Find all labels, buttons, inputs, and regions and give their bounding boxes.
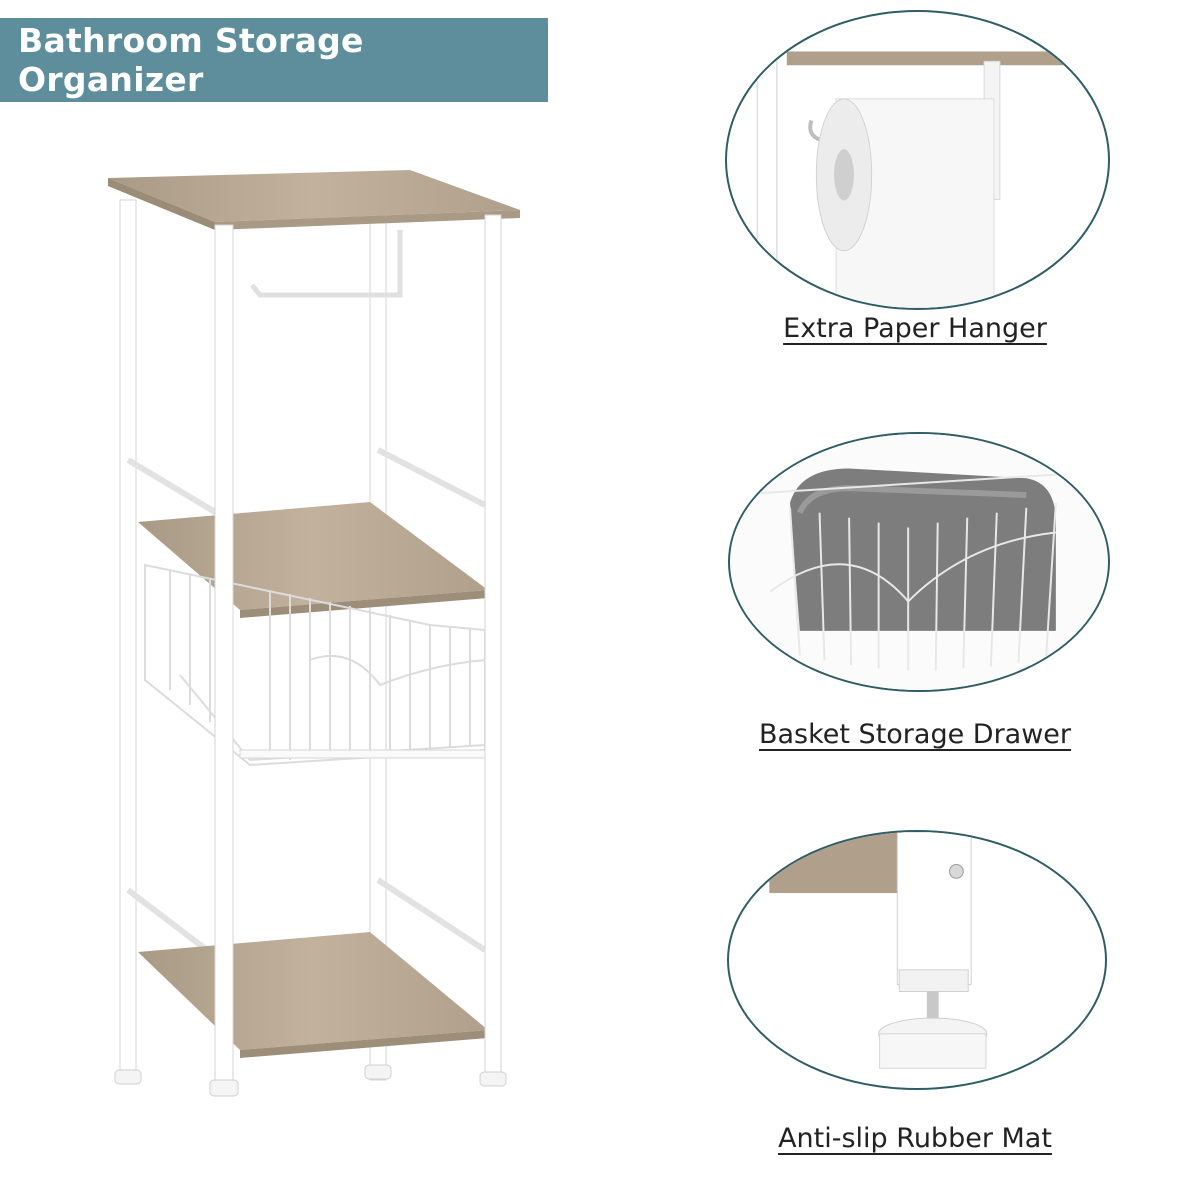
page-title: Bathroom Storage Organizer: [18, 21, 364, 99]
paper-roll-icon: [756, 50, 1108, 308]
feature-caption-3: Anti-slip Rubber Mat: [778, 1123, 1052, 1154]
wire-basket-icon: [730, 434, 1108, 690]
rubber-mat-detail: [727, 830, 1107, 1090]
feature-caption-1: Extra Paper Hanger: [783, 313, 1047, 344]
title-banner: Bathroom Storage Organizer: [0, 18, 548, 102]
product-image: [100, 160, 530, 1160]
feature-caption-2: Basket Storage Drawer: [758, 719, 1072, 750]
basket-drawer-detail: [728, 432, 1110, 692]
paper-hanger-detail: [725, 10, 1110, 310]
adjustable-foot-icon: [769, 832, 988, 1069]
